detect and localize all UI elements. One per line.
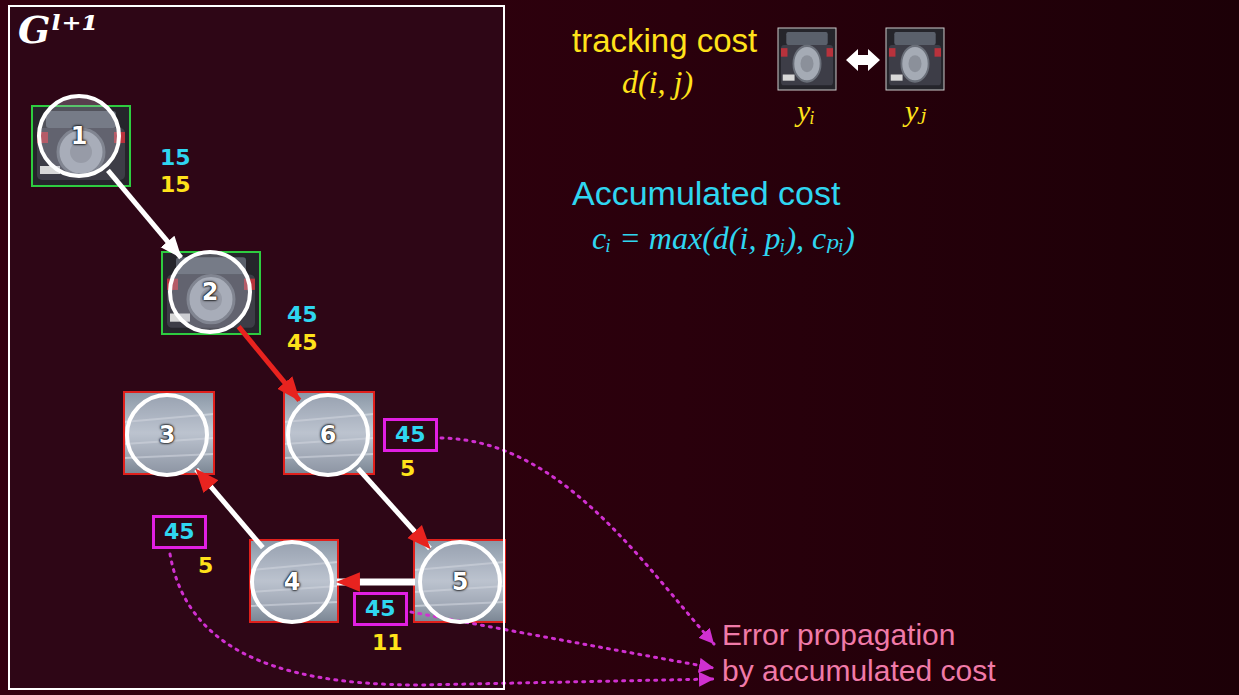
sample-frame	[886, 28, 944, 90]
tracking-cost-value: 11	[372, 630, 403, 655]
sample-name: yᵢ	[797, 94, 815, 129]
cost-title: Accumulated cost	[572, 174, 840, 213]
car-sample	[778, 28, 836, 90]
cost-title: tracking cost	[572, 22, 757, 60]
track-node: 6	[286, 393, 370, 477]
compare-arrow	[846, 49, 880, 71]
note-text: Error propagation	[722, 618, 955, 653]
accumulated-cost-value: 45	[383, 418, 438, 452]
track-node: 4	[250, 540, 334, 624]
tracking-cost-value: 5	[198, 553, 213, 578]
accumulated-cost-value: 45	[287, 302, 318, 328]
note-text: by accumulated cost	[722, 654, 995, 689]
formula: d(i, j)	[622, 64, 693, 101]
car-sample	[886, 28, 944, 90]
accumulated-cost-value: 45	[353, 592, 408, 626]
panel-ground	[10, 7, 503, 688]
track-node: 3	[125, 393, 209, 477]
accumulated-cost-value: 45	[152, 515, 207, 549]
tracking-cost-value: 45	[287, 330, 318, 355]
sample-name: yⱼ	[905, 94, 926, 129]
graph-title: Gˡ⁺¹	[18, 9, 98, 51]
sample-frame	[778, 28, 836, 90]
tracking-edge	[358, 468, 430, 548]
node-number: 1	[71, 124, 88, 148]
node-number: 4	[284, 570, 301, 594]
track-node: 2	[168, 250, 252, 334]
tracking-cost-value: 5	[400, 456, 415, 481]
track-node: 1	[37, 94, 121, 178]
track-node: 5	[418, 540, 502, 624]
tracking-edge	[337, 579, 415, 586]
tracking-cost-value: 15	[160, 172, 191, 197]
node-number: 2	[202, 280, 219, 304]
accumulated-cost-value: 15	[160, 145, 191, 171]
node-number: 5	[452, 570, 469, 594]
formula: cᵢ = max(d(i, pᵢ), cₚᵢ)	[592, 220, 855, 257]
node-number: 3	[159, 423, 176, 447]
graph-panel: Gˡ⁺¹123645	[8, 5, 505, 690]
node-number: 6	[320, 423, 337, 447]
